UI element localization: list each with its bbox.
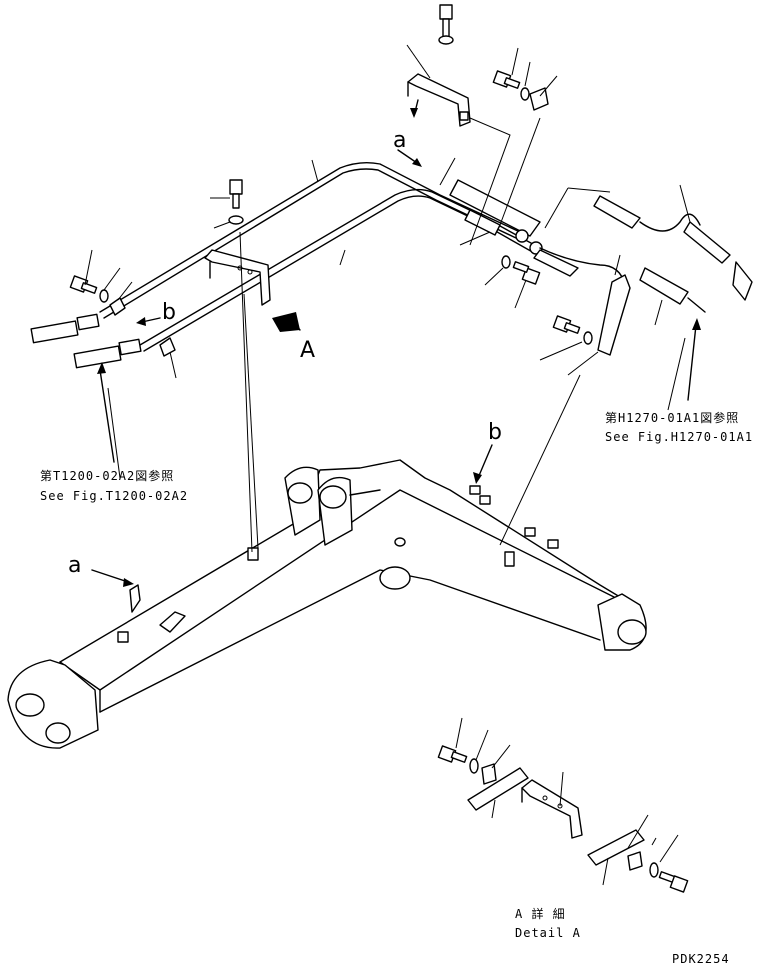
callout-A-view-arrow: A: [300, 338, 316, 363]
ref-t1200-jp: 第T1200-02A2図参照: [40, 469, 175, 483]
callout-b-boom: b: [488, 420, 502, 445]
ref-h1270-en: See Fig.H1270-01A1: [605, 430, 754, 444]
detail-a-title-en: Detail A: [515, 926, 581, 940]
ref-t1200-en: See Fig.T1200-02A2: [40, 489, 189, 503]
boom: [7, 459, 647, 749]
detail-a: [437, 717, 689, 893]
fasteners: [69, 4, 593, 345]
ref-h1270-jp: 第H1270-01A1図参照: [605, 411, 740, 425]
callout-a-boom: a: [68, 553, 82, 578]
pipe-assembly: [30, 73, 753, 369]
callout-a-top: b: [162, 300, 176, 325]
callout-b-top: a: [393, 128, 407, 153]
drawing-code: PDK2254: [672, 952, 730, 966]
callout-arrows: [91, 99, 701, 587]
detail-a-title-jp: A 詳 細: [515, 907, 566, 921]
leader-lines: [84, 44, 691, 553]
